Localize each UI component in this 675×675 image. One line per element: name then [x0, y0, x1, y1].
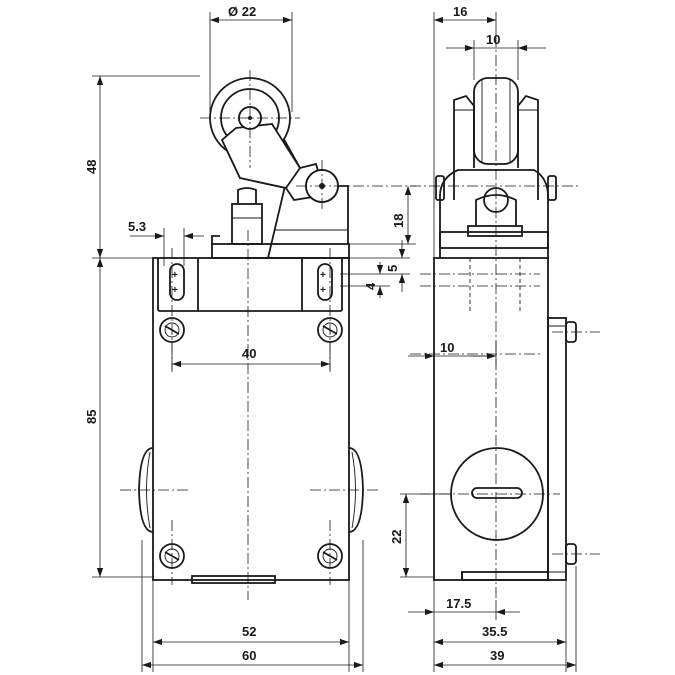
dim-39: 39 [490, 648, 504, 663]
dim-16: 16 [453, 4, 467, 19]
dimension-labels: Ø 22 16 10 48 18 5.3 5 4 40 10 85 22 17.… [84, 4, 507, 663]
dim-10-side: 10 [440, 340, 454, 355]
dim-52: 52 [242, 624, 256, 639]
svg-text:+: + [172, 270, 178, 281]
dim-35-5: 35.5 [482, 624, 507, 639]
svg-text:+: + [320, 285, 326, 296]
dim-48: 48 [84, 160, 99, 174]
front-housing [152, 257, 350, 581]
dim-roller-diameter: Ø 22 [228, 4, 256, 19]
dim-60: 60 [242, 648, 256, 663]
svg-text:+: + [320, 270, 326, 281]
front-left-slot [169, 263, 185, 301]
dim-40: 40 [242, 346, 256, 361]
dimension-lines [92, 12, 577, 672]
dim-17-5: 17.5 [446, 596, 471, 611]
dim-22: 22 [389, 530, 404, 544]
front-head-base [211, 243, 350, 259]
side-bottom-ridge [461, 571, 549, 581]
dim-4: 4 [363, 282, 378, 290]
dim-5-3: 5.3 [128, 219, 146, 234]
side-housing [433, 257, 549, 581]
front-right-ear [301, 258, 343, 312]
dim-5: 5 [385, 265, 400, 272]
front-left-ear [157, 258, 199, 312]
dim-10-top: 10 [486, 32, 500, 47]
side-head [439, 169, 549, 258]
front-right-slot [317, 263, 333, 301]
side-cable-slot [471, 487, 523, 499]
front-view: + + + + [120, 70, 416, 600]
front-bottom-ridge [191, 575, 276, 584]
svg-text:+: + [172, 285, 178, 296]
dim-18: 18 [391, 214, 406, 228]
side-cover-plate [547, 317, 567, 581]
front-plunger [231, 203, 263, 245]
side-view [410, 36, 600, 600]
dim-85: 85 [84, 410, 99, 424]
